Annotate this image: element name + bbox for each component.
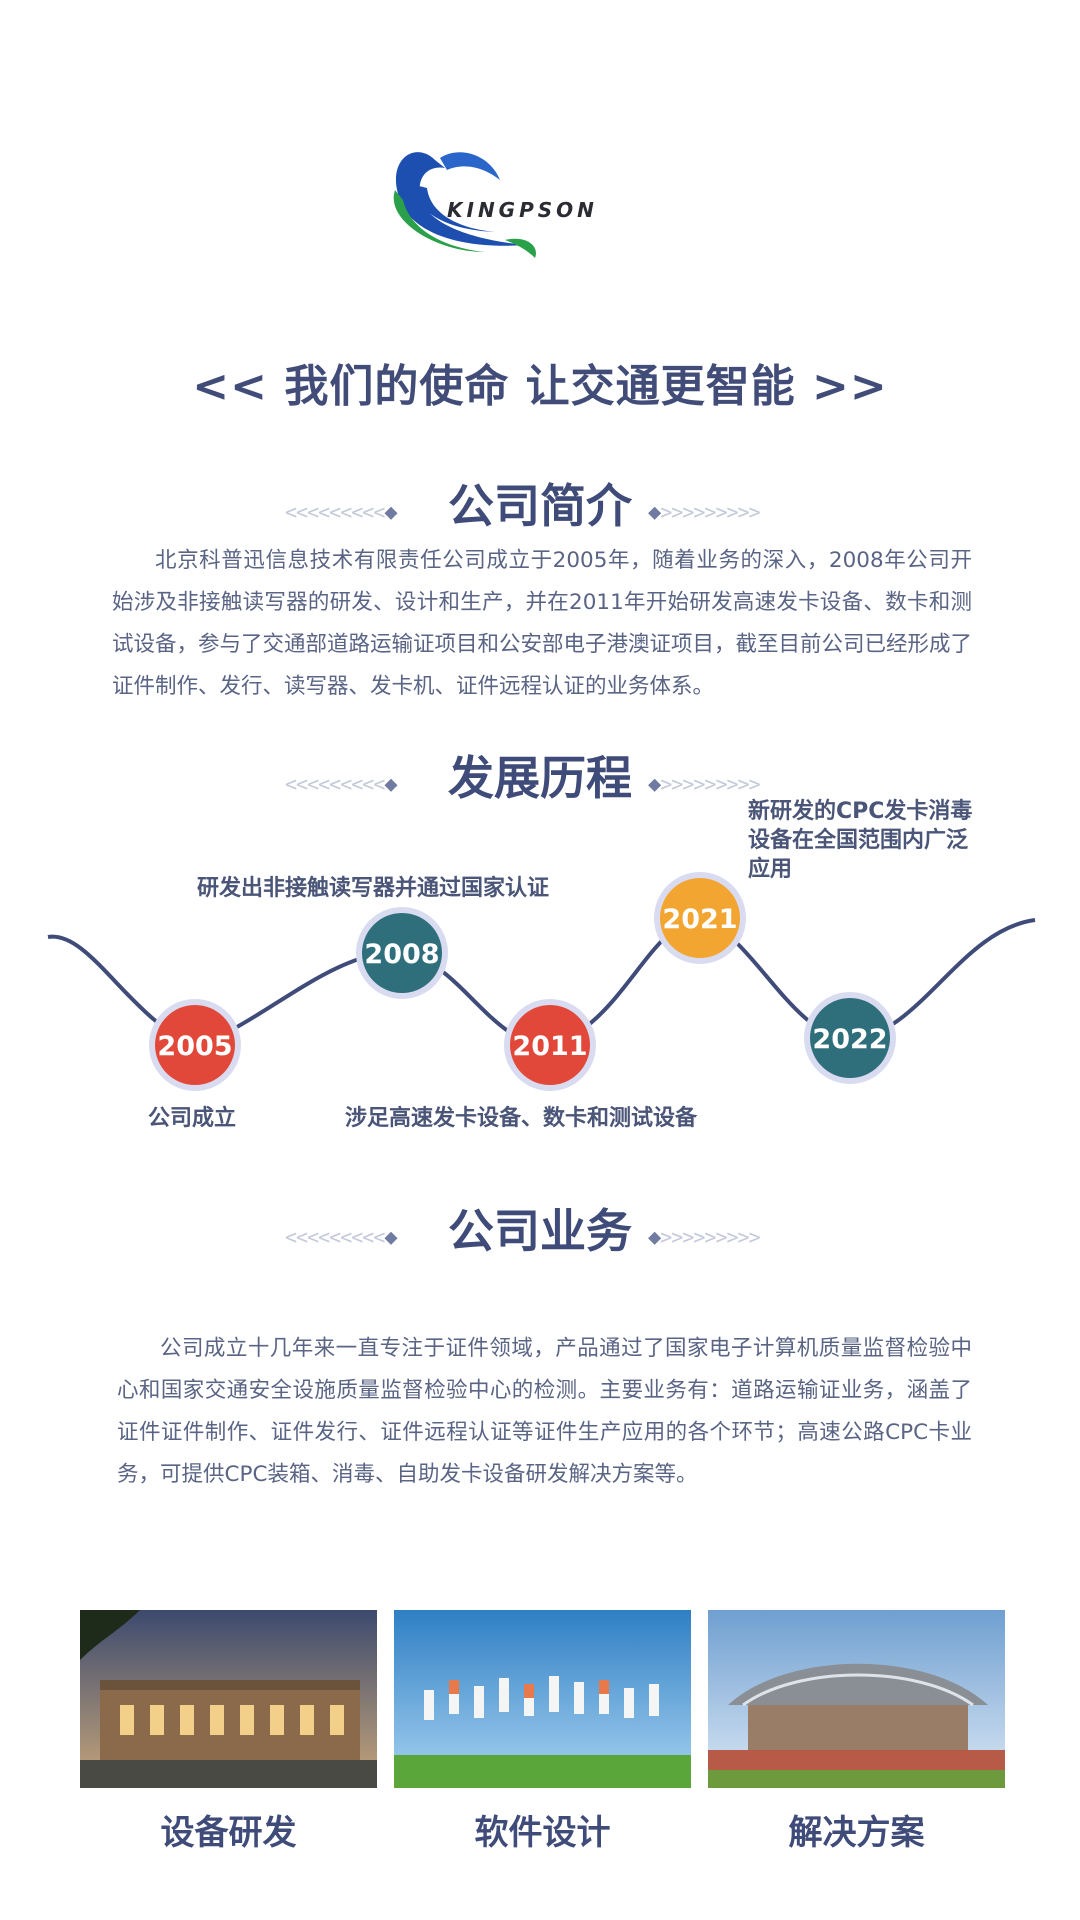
milestone-2011: 2011	[504, 999, 596, 1091]
deco-left-arrows: <<<<<<<<<◆	[285, 500, 398, 525]
year-label: 2005	[157, 1031, 232, 1062]
milestone-text-2008: 研发出非接触读写器并通过国家认证	[197, 876, 550, 901]
mission-statement: << 我们的使命 让交通更智能 >>	[192, 361, 888, 412]
milestone-text-2021: 新研发的CPC发卡消毒设备在全国范围内广泛应用	[748, 799, 973, 882]
diamond-icon: ◆	[648, 772, 661, 797]
year-label: 2011	[512, 1031, 587, 1062]
kingpson-logo: KINGPSON	[375, 140, 665, 260]
milestone-2022: 2022	[804, 992, 896, 1084]
card-label: 解决方案	[788, 1813, 925, 1853]
year-label: 2021	[662, 904, 737, 935]
business-paragraph: 公司成立十几年来一直专注于证件领域，产品通过了国家电子计算机质量监督检验中心和国…	[117, 1336, 972, 1487]
section-title-business: 公司业务	[448, 1204, 632, 1258]
diamond-icon: ◆	[648, 500, 661, 525]
year-label: 2008	[364, 939, 439, 970]
intro-paragraph: 北京科普迅信息技术有限责任公司成立于2005年，随着业务的深入，2008年公司开…	[112, 548, 973, 699]
card-software-design[interactable]: 软件设计	[394, 1610, 691, 1853]
card-label: 软件设计	[474, 1813, 611, 1853]
milestone-text-2011: 涉足高速发卡设备、数卡和测试设备	[345, 1106, 698, 1131]
deco-left-arrows: <<<<<<<<<◆	[285, 772, 398, 797]
section-header-business: <<<<<<<<<◆ 公司业务 ◆>>>>>>>>>	[0, 1195, 1080, 1265]
deco-right-arrows: ◆>>>>>>>>>	[648, 1225, 761, 1250]
diamond-icon: ◆	[648, 1225, 661, 1250]
card-equipment-rd[interactable]: 设备研发	[80, 1610, 377, 1853]
timeline-wave: 2005 2008 2011 2021 2022	[47, 872, 1036, 1091]
deco-left-arrows: <<<<<<<<<◆	[285, 1225, 398, 1250]
deco-right-arrows: ◆>>>>>>>>>	[648, 772, 761, 797]
card-solutions[interactable]: 解决方案	[708, 1610, 1005, 1853]
section-title-intro: 公司简介	[448, 479, 632, 533]
diamond-icon: ◆	[384, 772, 397, 797]
business-cards: 设备研发 软件设计	[80, 1610, 1005, 1853]
jumping-people-photo	[394, 1610, 691, 1788]
section-header-history: <<<<<<<<<◆ 发展历程 ◆>>>>>>>>>	[0, 742, 1080, 812]
card-label: 设备研发	[160, 1813, 297, 1853]
brand-name: KINGPSON	[447, 198, 598, 222]
diamond-icon: ◆	[384, 1225, 397, 1250]
milestone-2005: 2005	[149, 999, 241, 1091]
milestone-2021: 2021	[654, 872, 746, 964]
history-timeline: 2005 2008 2011 2021 2022 公司成立 研发出非接触读写器并…	[0, 799, 1080, 1140]
diamond-icon: ◆	[384, 500, 397, 525]
section-header-intro: <<<<<<<<<◆ 公司简介 ◆>>>>>>>>>	[0, 470, 1080, 540]
deco-right-arrows: ◆>>>>>>>>>	[648, 500, 761, 525]
stadium-photo	[708, 1610, 1005, 1788]
milestone-text-2005: 公司成立	[148, 1106, 237, 1131]
dolphin-icon	[393, 152, 536, 258]
milestone-2008: 2008	[356, 907, 448, 999]
section-title-history: 发展历程	[448, 751, 632, 805]
building-photo	[80, 1610, 377, 1788]
year-label: 2022	[812, 1024, 887, 1055]
